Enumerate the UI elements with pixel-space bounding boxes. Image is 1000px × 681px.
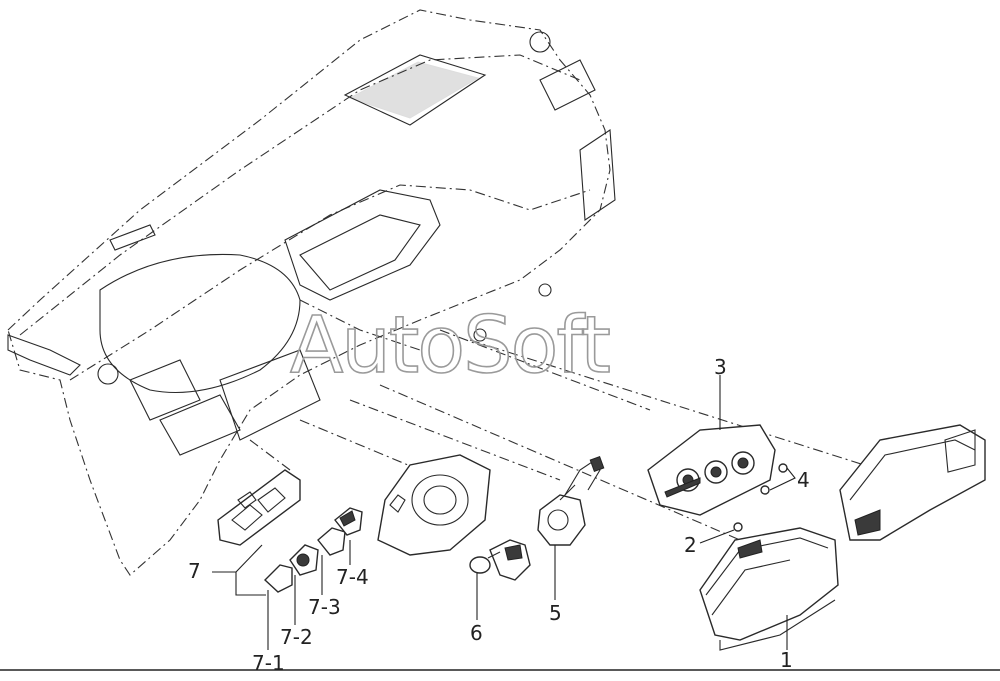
instrument-cluster xyxy=(699,527,839,651)
callout-7: 7 xyxy=(188,559,201,583)
callout-6: 6 xyxy=(470,621,483,645)
callout-2: 2 xyxy=(684,533,697,557)
callout-1: 1 xyxy=(780,648,793,672)
callout-3: 3 xyxy=(714,355,727,379)
cluster-bezel xyxy=(839,424,986,541)
ignition-lock xyxy=(469,539,531,620)
callout-7-4: 7-4 xyxy=(336,565,369,589)
steering-column-cover xyxy=(377,454,491,556)
leader-lines-7 xyxy=(212,540,788,650)
assembly-lines xyxy=(249,329,881,541)
callout-4: 4 xyxy=(797,468,810,492)
autosoft-watermark: AutoSoft xyxy=(290,301,609,391)
combination-switch xyxy=(537,456,605,600)
callout-7-1: 7-1 xyxy=(252,651,285,675)
switch-panel-group xyxy=(217,469,363,593)
climate-control-panel xyxy=(647,375,776,516)
callout-5: 5 xyxy=(549,601,562,625)
callout-7-2: 7-2 xyxy=(280,625,313,649)
instrument-panel xyxy=(7,9,616,576)
screws-part-4 xyxy=(760,463,796,495)
screw-part-2 xyxy=(699,522,743,544)
callout-7-3: 7-3 xyxy=(308,595,341,619)
